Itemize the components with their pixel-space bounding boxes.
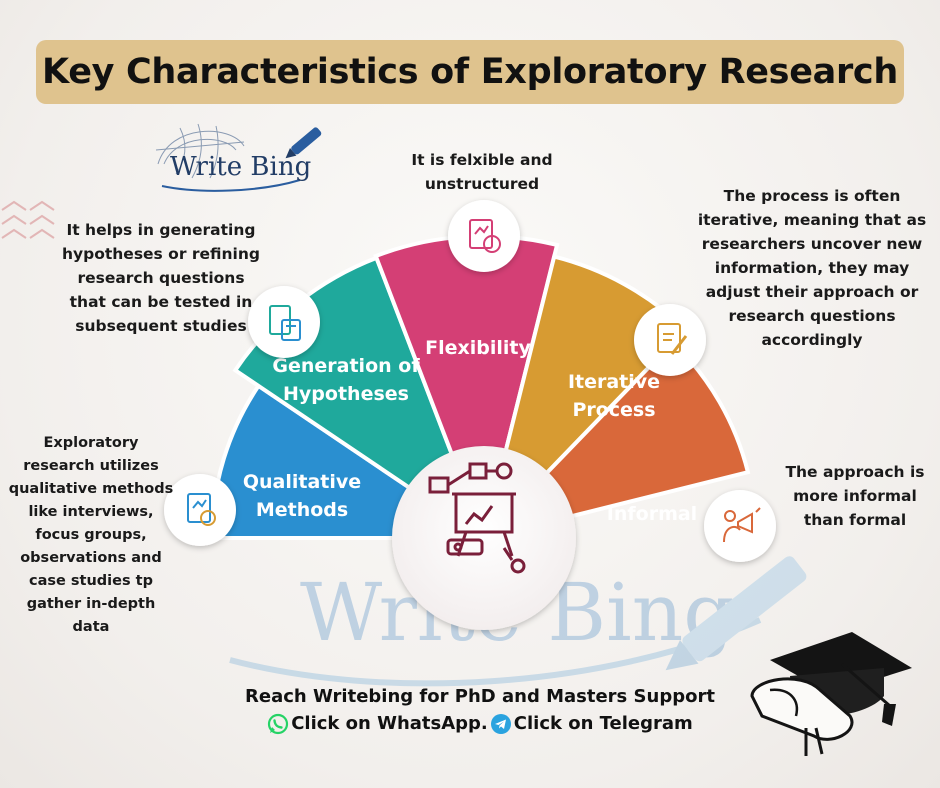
segment-label-line: Hypotheses: [283, 383, 409, 405]
whatsapp-link[interactable]: Click on WhatsApp.: [267, 710, 488, 738]
note-line: research utilizes: [23, 458, 159, 474]
note-line: information, they may: [714, 259, 910, 277]
footer-tagline: Reach Writebing for PhD and Masters Supp…: [245, 686, 715, 707]
graduation-cap-diploma-icon: [750, 632, 912, 756]
note-line: It helps in generating: [66, 221, 256, 239]
segment-label-hypotheses: Generation of Hypotheses: [272, 355, 420, 405]
telegram-link[interactable]: Click on Telegram: [490, 710, 693, 738]
footer: Reach Writebing for PhD and Masters Supp…: [200, 684, 760, 738]
invoice-calculator-icon: [248, 286, 320, 358]
megaphone-person-icon: [704, 490, 776, 562]
note-line: subsequent studies: [75, 317, 247, 335]
note-line: iterative, meaning that as: [697, 211, 927, 229]
note-line: The approach is: [785, 463, 925, 481]
segment-label-line: Flexibility: [425, 337, 531, 359]
write-bing-logo: Write Bing: [140, 120, 340, 200]
segment-label-line: Methods: [256, 499, 348, 521]
note-line: than formal: [803, 511, 907, 529]
segment-label-line: Qualitative: [243, 471, 361, 493]
center-hub: [392, 446, 576, 630]
document-pen-icon: [634, 304, 706, 376]
segment-label-line: Generation of: [272, 355, 420, 377]
note-line: It is felxible and: [411, 151, 553, 169]
note-line: hypotheses or refining: [61, 245, 260, 263]
report-magnifier-icon: [164, 474, 236, 546]
note-iterative: The process is often iterative, meaning t…: [690, 184, 934, 352]
note-line: gather in-depth data: [26, 596, 156, 635]
chart-report-icon: [448, 200, 520, 272]
chevron-pattern-icon: [1, 200, 55, 239]
note-line: more informal: [793, 487, 917, 505]
title-banner: Key Characteristics of Exploratory Resea…: [36, 40, 904, 104]
note-line: that can be tested in: [69, 293, 253, 311]
whatsapp-icon: [268, 713, 289, 735]
note-line: focus groups,: [35, 527, 147, 543]
segment-label-line: Informal: [607, 503, 697, 525]
telegram-icon: [490, 714, 511, 734]
note-line: researchers uncover new: [701, 235, 923, 253]
note-line: research questions: [77, 269, 245, 287]
note-informal: The approach is more informal than formal: [780, 460, 930, 532]
segment-label-line: Iterative: [568, 371, 660, 393]
note-line: accordingly: [761, 331, 863, 349]
note-flexibility: It is felxible and unstructured: [392, 148, 572, 196]
segment-label-line: Process: [572, 399, 655, 421]
presentation-flowchart-icon: [428, 462, 526, 574]
globe-pen-icon: [155, 123, 322, 192]
note-hypotheses: It helps in generating hypotheses or refi…: [56, 218, 266, 338]
note-line: Exploratory: [43, 435, 139, 451]
note-line: The process is often: [723, 187, 901, 205]
note-line: unstructured: [424, 175, 540, 193]
whatsapp-label: Click on WhatsApp.: [291, 713, 488, 734]
segment-label-informal: Informal: [607, 503, 697, 525]
note-line: research questions: [728, 307, 896, 325]
note-line: observations and: [20, 550, 162, 566]
page-title: Key Characteristics of Exploratory Resea…: [42, 52, 898, 92]
note-line: like interviews,: [28, 504, 154, 520]
telegram-label: Click on Telegram: [513, 713, 693, 734]
note-qualitative: Exploratory research utilizes qualitative …: [8, 432, 174, 639]
note-line: case studies tp: [29, 573, 153, 589]
logo-text: Write Bing: [170, 152, 312, 182]
note-line: adjust their approach or: [705, 283, 919, 301]
note-line: qualitative methods: [8, 481, 174, 497]
segment-label-flexibility: Flexibility: [425, 337, 531, 359]
